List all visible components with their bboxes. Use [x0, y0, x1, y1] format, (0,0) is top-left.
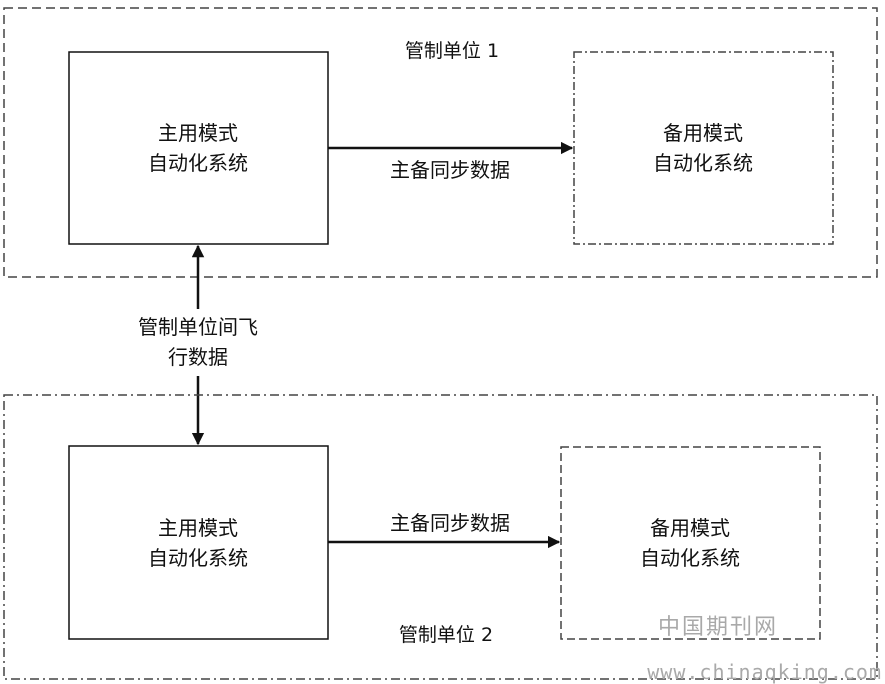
unit-2-backup-system-box [560, 446, 821, 640]
unit-2-boundary [3, 394, 878, 680]
unit-1-backup-line2: 自动化系统 [653, 151, 753, 175]
unit-1-label: 管制单位 1 [405, 40, 499, 62]
unit-1-primary-line2: 自动化系统 [148, 151, 248, 175]
unit-2-label: 管制单位 2 [399, 624, 493, 646]
watermark-url: www.chinaqking.com [647, 660, 882, 684]
unit-1-primary-line1: 主用模式 [158, 121, 238, 145]
inter-unit-label-line1: 管制单位间飞 [138, 315, 258, 339]
watermark-cn: 中国期刊网 [658, 615, 778, 640]
unit-1-boundary [3, 7, 878, 278]
unit-1-sync-label: 主备同步数据 [390, 158, 510, 182]
unit-1-backup-line1: 备用模式 [663, 121, 743, 145]
unit-2-primary-system-box [68, 445, 329, 640]
unit-1-backup-system-box [573, 51, 834, 245]
unit-2-backup-line1: 备用模式 [650, 516, 730, 540]
unit-2-primary-line1: 主用模式 [158, 516, 238, 540]
unit-1-primary-system-box [68, 51, 329, 245]
unit-2-primary-line2: 自动化系统 [148, 546, 248, 570]
unit-2-backup-line2: 自动化系统 [640, 546, 740, 570]
unit-2-sync-label: 主备同步数据 [390, 511, 510, 535]
inter-unit-label-line2: 行数据 [168, 345, 228, 369]
